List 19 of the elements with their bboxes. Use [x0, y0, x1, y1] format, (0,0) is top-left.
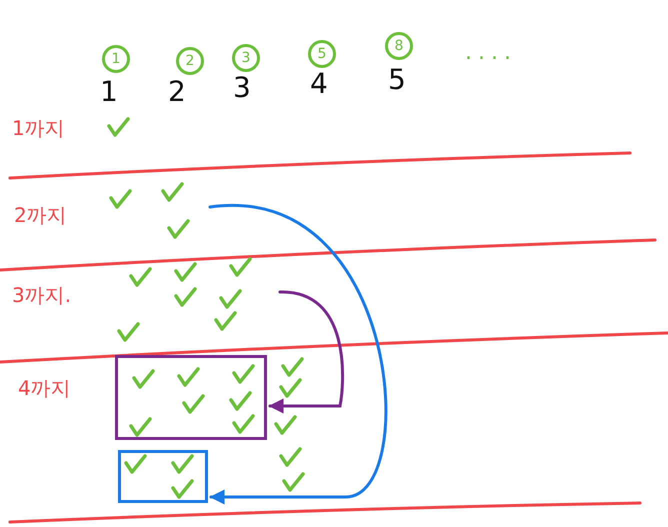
- circled-number: 5: [308, 40, 336, 68]
- circled-number: 2: [176, 47, 204, 75]
- curved-arrow: [268, 290, 344, 414]
- ellipsis: ....: [465, 42, 517, 64]
- row-label: 3까지.: [12, 285, 72, 305]
- column-number: 4: [310, 70, 328, 98]
- row-label: 4까지: [18, 378, 71, 398]
- circled-number: 1: [102, 45, 130, 73]
- column-number: 2: [168, 78, 186, 106]
- curved-arrow: [208, 206, 388, 504]
- column-number: 1: [100, 78, 118, 106]
- circled-number: 3: [232, 44, 260, 72]
- column-number: 5: [388, 66, 406, 94]
- row-label: 1까지: [12, 118, 65, 138]
- highlight-box: [118, 450, 208, 503]
- circled-number: 8: [385, 32, 413, 60]
- row-label: 2까지: [14, 205, 67, 225]
- highlight-box: [115, 355, 267, 440]
- column-number: 3: [233, 74, 251, 102]
